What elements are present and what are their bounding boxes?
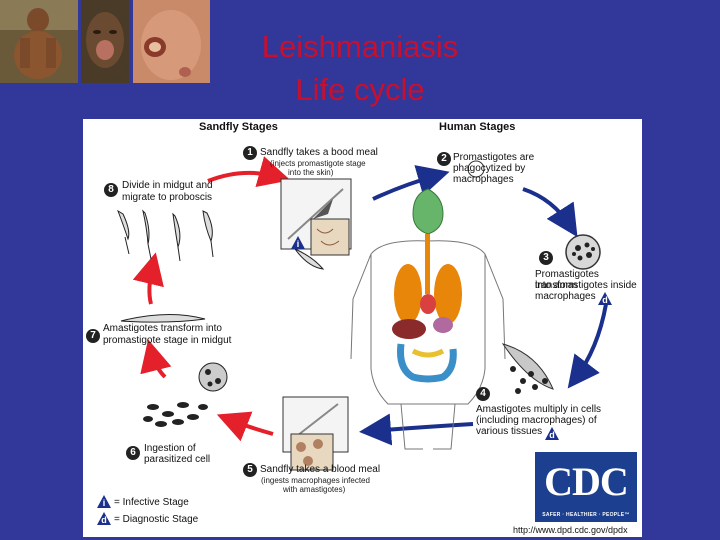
arrow-3-to-4 <box>567 303 608 389</box>
arrow-8-to-1 <box>207 156 291 188</box>
step-3-line1: Promastigotes transform <box>535 269 599 291</box>
infective-stage-marker: i <box>291 236 305 249</box>
legend-infective-icon: i <box>97 495 111 508</box>
legend-diagnostic-icon: d <box>97 512 111 525</box>
step-3-line3: macrophages <box>535 291 596 302</box>
infected-tissue-4 <box>501 343 554 394</box>
heart <box>420 294 436 314</box>
legend-infective-label: = Infective Stage <box>114 497 189 508</box>
step-1-sub2: into the skin) <box>288 168 334 177</box>
step-6-line1: Ingestion of <box>144 443 196 454</box>
spleen <box>433 317 453 333</box>
liver <box>392 319 426 339</box>
intestines <box>397 343 457 383</box>
arrow-7-to-8 <box>132 252 164 305</box>
macrophage-3 <box>565 234 601 270</box>
arrow-6-to-7 <box>140 339 172 379</box>
esophagus <box>425 234 430 294</box>
transforming-parasite-7 <box>120 314 206 323</box>
step-4-line2: (including macrophages) of <box>476 415 597 426</box>
step-8-line2: migrate to proboscis <box>122 192 213 203</box>
step-4-number: 4 <box>476 387 490 401</box>
arrow-2-to-3 <box>522 187 578 238</box>
step-2-number: 2 <box>437 152 451 166</box>
photo-face-lesion <box>81 0 129 83</box>
step-2-line2: phagocytized by <box>453 163 526 174</box>
diagram-artwork <box>117 156 608 471</box>
step-1-number: 1 <box>243 146 257 160</box>
macrophage-2 <box>467 160 485 178</box>
human-body-illustration <box>350 188 506 450</box>
step-5-text: Sandfly takes a blood meal <box>260 464 381 475</box>
sandfly-feeding-5 <box>282 396 349 471</box>
photo-child-abdomen <box>0 0 78 83</box>
step-8-number: 8 <box>104 183 118 197</box>
cdc-logo: CDC SAFER · HEALTHIER · PEOPLE™ <box>535 452 637 522</box>
ingested-cells-6 <box>143 362 228 427</box>
cdc-tagline: SAFER · HEALTHIER · PEOPLE™ <box>542 512 630 518</box>
diagnostic-stage-marker-4: d <box>545 427 559 440</box>
step-2-line3: macrophages <box>453 174 514 185</box>
diagnostic-stage-marker-3: d <box>598 292 612 305</box>
step-1-text: Sandfly takes a bood meal <box>260 147 378 158</box>
step-6-line2: parasitized cell <box>144 454 211 465</box>
step-7-line2: promastigote stage in midgut <box>103 335 232 346</box>
page-title: Leishmaniasis <box>261 29 459 64</box>
step-4-line1: Amastigotes multiply in cells <box>476 404 602 415</box>
heading-sandfly-stages: Sandfly Stages <box>199 121 278 133</box>
step-7-line1: Amastigotes transform into <box>103 323 222 334</box>
step-3-line2: into amastigotes inside <box>535 280 637 291</box>
cdc-logo-text: CDC <box>544 459 629 504</box>
arrow-1-to-2 <box>372 165 450 201</box>
step-3-number: 3 <box>539 251 553 265</box>
photo-skin-ulcer <box>133 0 210 83</box>
legend-diagnostic-label: = Diagnostic Stage <box>114 514 199 525</box>
lung-right <box>434 264 462 324</box>
lung-left <box>394 264 422 324</box>
step-2-line1: Promastigotes are <box>453 152 535 163</box>
step-7-number: 7 <box>86 329 100 343</box>
promastigotes-8 <box>117 209 325 270</box>
heading-human-stages: Human Stages <box>439 121 516 133</box>
step-5-sub1: (ingests macrophages infected <box>261 476 370 485</box>
sandfly-feeding-1 <box>280 178 352 256</box>
step-5-sub2: with amastigotes) <box>283 485 346 494</box>
arrow-5-to-6 <box>216 411 274 442</box>
page-subtitle: Life cycle <box>295 72 425 107</box>
step-4-line3: various tissues <box>476 426 543 437</box>
source-url: http://www.dpd.cdc.gov/dpdx <box>513 525 628 535</box>
step-8-line1: Divide in midgut and <box>122 180 213 191</box>
step-6-number: 6 <box>126 446 140 460</box>
step-5-number: 5 <box>243 463 257 477</box>
arrow-4-to-5 <box>359 413 474 446</box>
life-cycle-diagram: Sandfly Stages Human Stages 1 Sandfly ta… <box>83 119 642 537</box>
step-1-sub1: (injects promastigote stage <box>270 159 366 168</box>
